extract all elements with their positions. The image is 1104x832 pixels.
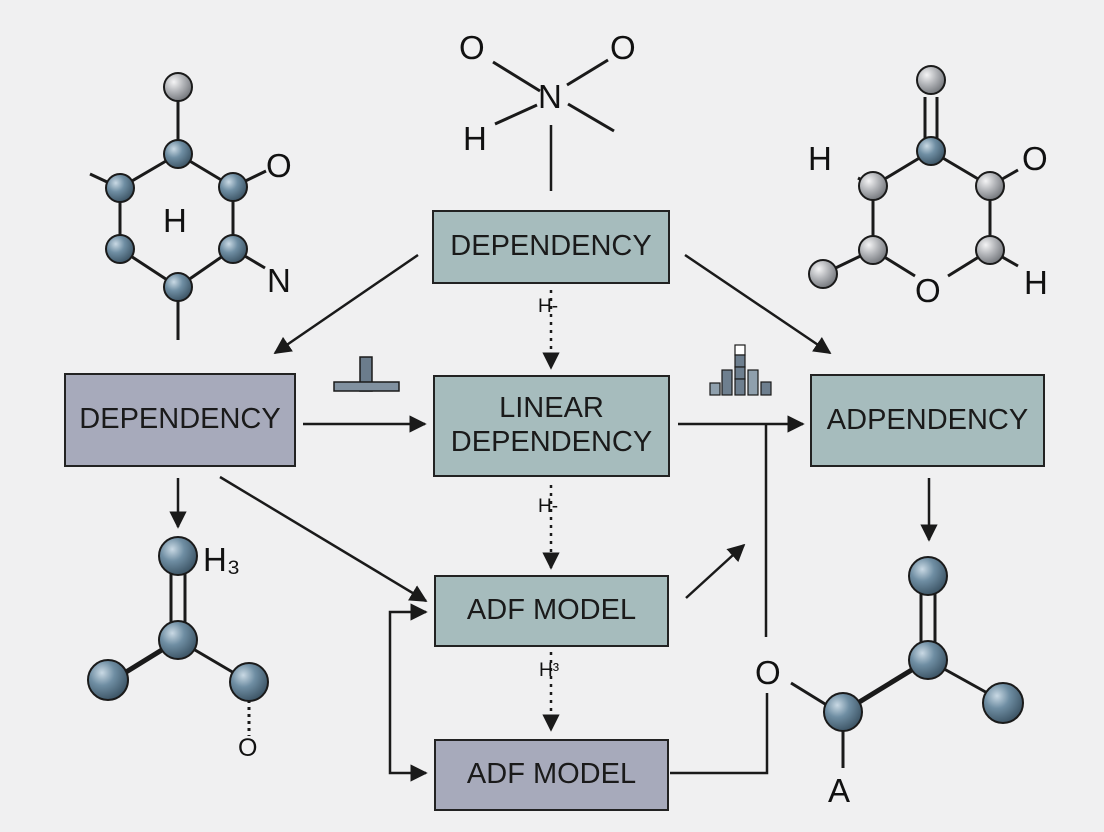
left-bottom-o: O (238, 734, 258, 762)
flow-arrows (169, 125, 938, 782)
top-dependency-box[interactable]: DEPENDENCY (432, 210, 670, 284)
linear-dependency-box[interactable]: LINEAR DEPENDENCY (433, 375, 670, 477)
nitro-bonds (492, 58, 615, 133)
linear-box-line1: LINEAR (499, 392, 604, 425)
bar-glyph-left (333, 356, 400, 392)
arrow-adf-up-right (685, 543, 746, 599)
right-bottom-o: O (755, 654, 781, 691)
arrow-top-to-left (273, 253, 419, 355)
return-line (670, 693, 769, 775)
linear-box-line2: DEPENDENCY (450, 426, 653, 458)
left-ring-n: N (267, 262, 291, 299)
right-ring-o-right: O (1022, 140, 1048, 177)
connector-label-middle: H- (538, 496, 559, 517)
nitro-h: H (463, 120, 487, 157)
adpendency-box[interactable]: ADPENDENCY (810, 374, 1045, 467)
left-ring-molecule (89, 72, 267, 340)
right-ring-molecule (808, 65, 1019, 289)
left-ring-h: H (163, 202, 187, 239)
connector-label-bottom: H³ (539, 660, 560, 681)
right-bottom-molecule (790, 556, 1024, 768)
left-bottom-h3: H₃ (203, 541, 241, 578)
loop-bracket (388, 603, 428, 782)
arrow-left-to-adf (219, 475, 428, 603)
left-dependency-box[interactable]: DEPENDENCY (64, 373, 296, 467)
nitro-n: N (538, 78, 562, 115)
nitro-o-left: O (459, 29, 485, 66)
arrow-top-to-right (684, 253, 832, 355)
left-bottom-molecule (87, 536, 269, 736)
connector-label-top: H- (538, 296, 559, 317)
bar-glyph-right (709, 344, 772, 396)
right-ring-o-bottom: O (915, 272, 941, 309)
right-bottom-a: A (828, 772, 851, 809)
adf-model-upper-box[interactable]: ADF MODEL (434, 575, 669, 647)
adf-model-lower-box[interactable]: ADF MODEL (434, 739, 669, 811)
right-ring-h-bottom: H (1024, 264, 1048, 301)
left-ring-o: O (266, 147, 292, 184)
right-ring-h-left: H (808, 140, 832, 177)
nitro-o-right: O (610, 29, 636, 66)
